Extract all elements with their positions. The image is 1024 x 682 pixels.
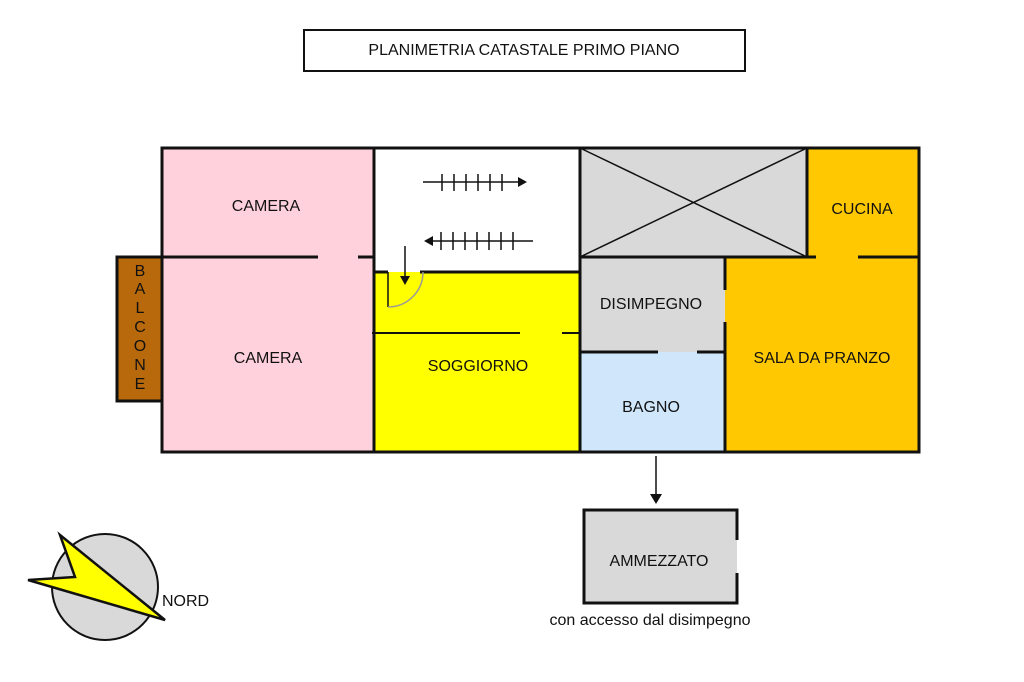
svg-text:O: O — [134, 338, 146, 355]
label-bagno: BAGNO — [622, 399, 680, 416]
room-balcone — [115, 255, 164, 403]
compass-label: NORD — [162, 593, 209, 610]
room-ammezzato — [584, 510, 737, 603]
compass-north-icon — [27, 531, 166, 641]
room-disimpegno — [580, 257, 725, 352]
page-title: PLANIMETRIA CATASTALE PRIMO PIANO — [368, 42, 679, 59]
label-camera-bottom: CAMERA — [234, 350, 303, 367]
label-sala-da-pranzo: SALA DA PRANZO — [754, 350, 891, 367]
room-soggiorno — [374, 272, 580, 452]
label-cucina: CUCINA — [831, 201, 893, 218]
stairs-arrows — [400, 174, 533, 285]
svg-text:L: L — [136, 300, 145, 317]
walls — [160, 146, 921, 454]
room-bagno — [580, 352, 725, 452]
svg-text:A: A — [135, 281, 146, 298]
ammezzato-note: con accesso dal disimpegno — [549, 612, 750, 629]
svg-text:B: B — [135, 263, 146, 280]
label-soggiorno: SOGGIORNO — [428, 358, 528, 375]
room-camera — [162, 148, 374, 452]
svg-text:N: N — [134, 357, 146, 374]
title-box — [303, 29, 746, 72]
svg-text:E: E — [135, 376, 146, 393]
label-balcone: B A L C O N E — [134, 263, 146, 393]
label-ammezzato: AMMEZZATO — [610, 553, 709, 570]
room-sala-da-pranzo — [725, 257, 919, 452]
arrow-head-icon — [650, 494, 662, 504]
label-disimpegno: DISIMPEGNO — [600, 296, 702, 313]
room-cucina — [807, 148, 919, 257]
label-camera-top: CAMERA — [232, 198, 301, 215]
svg-text:C: C — [134, 319, 146, 336]
